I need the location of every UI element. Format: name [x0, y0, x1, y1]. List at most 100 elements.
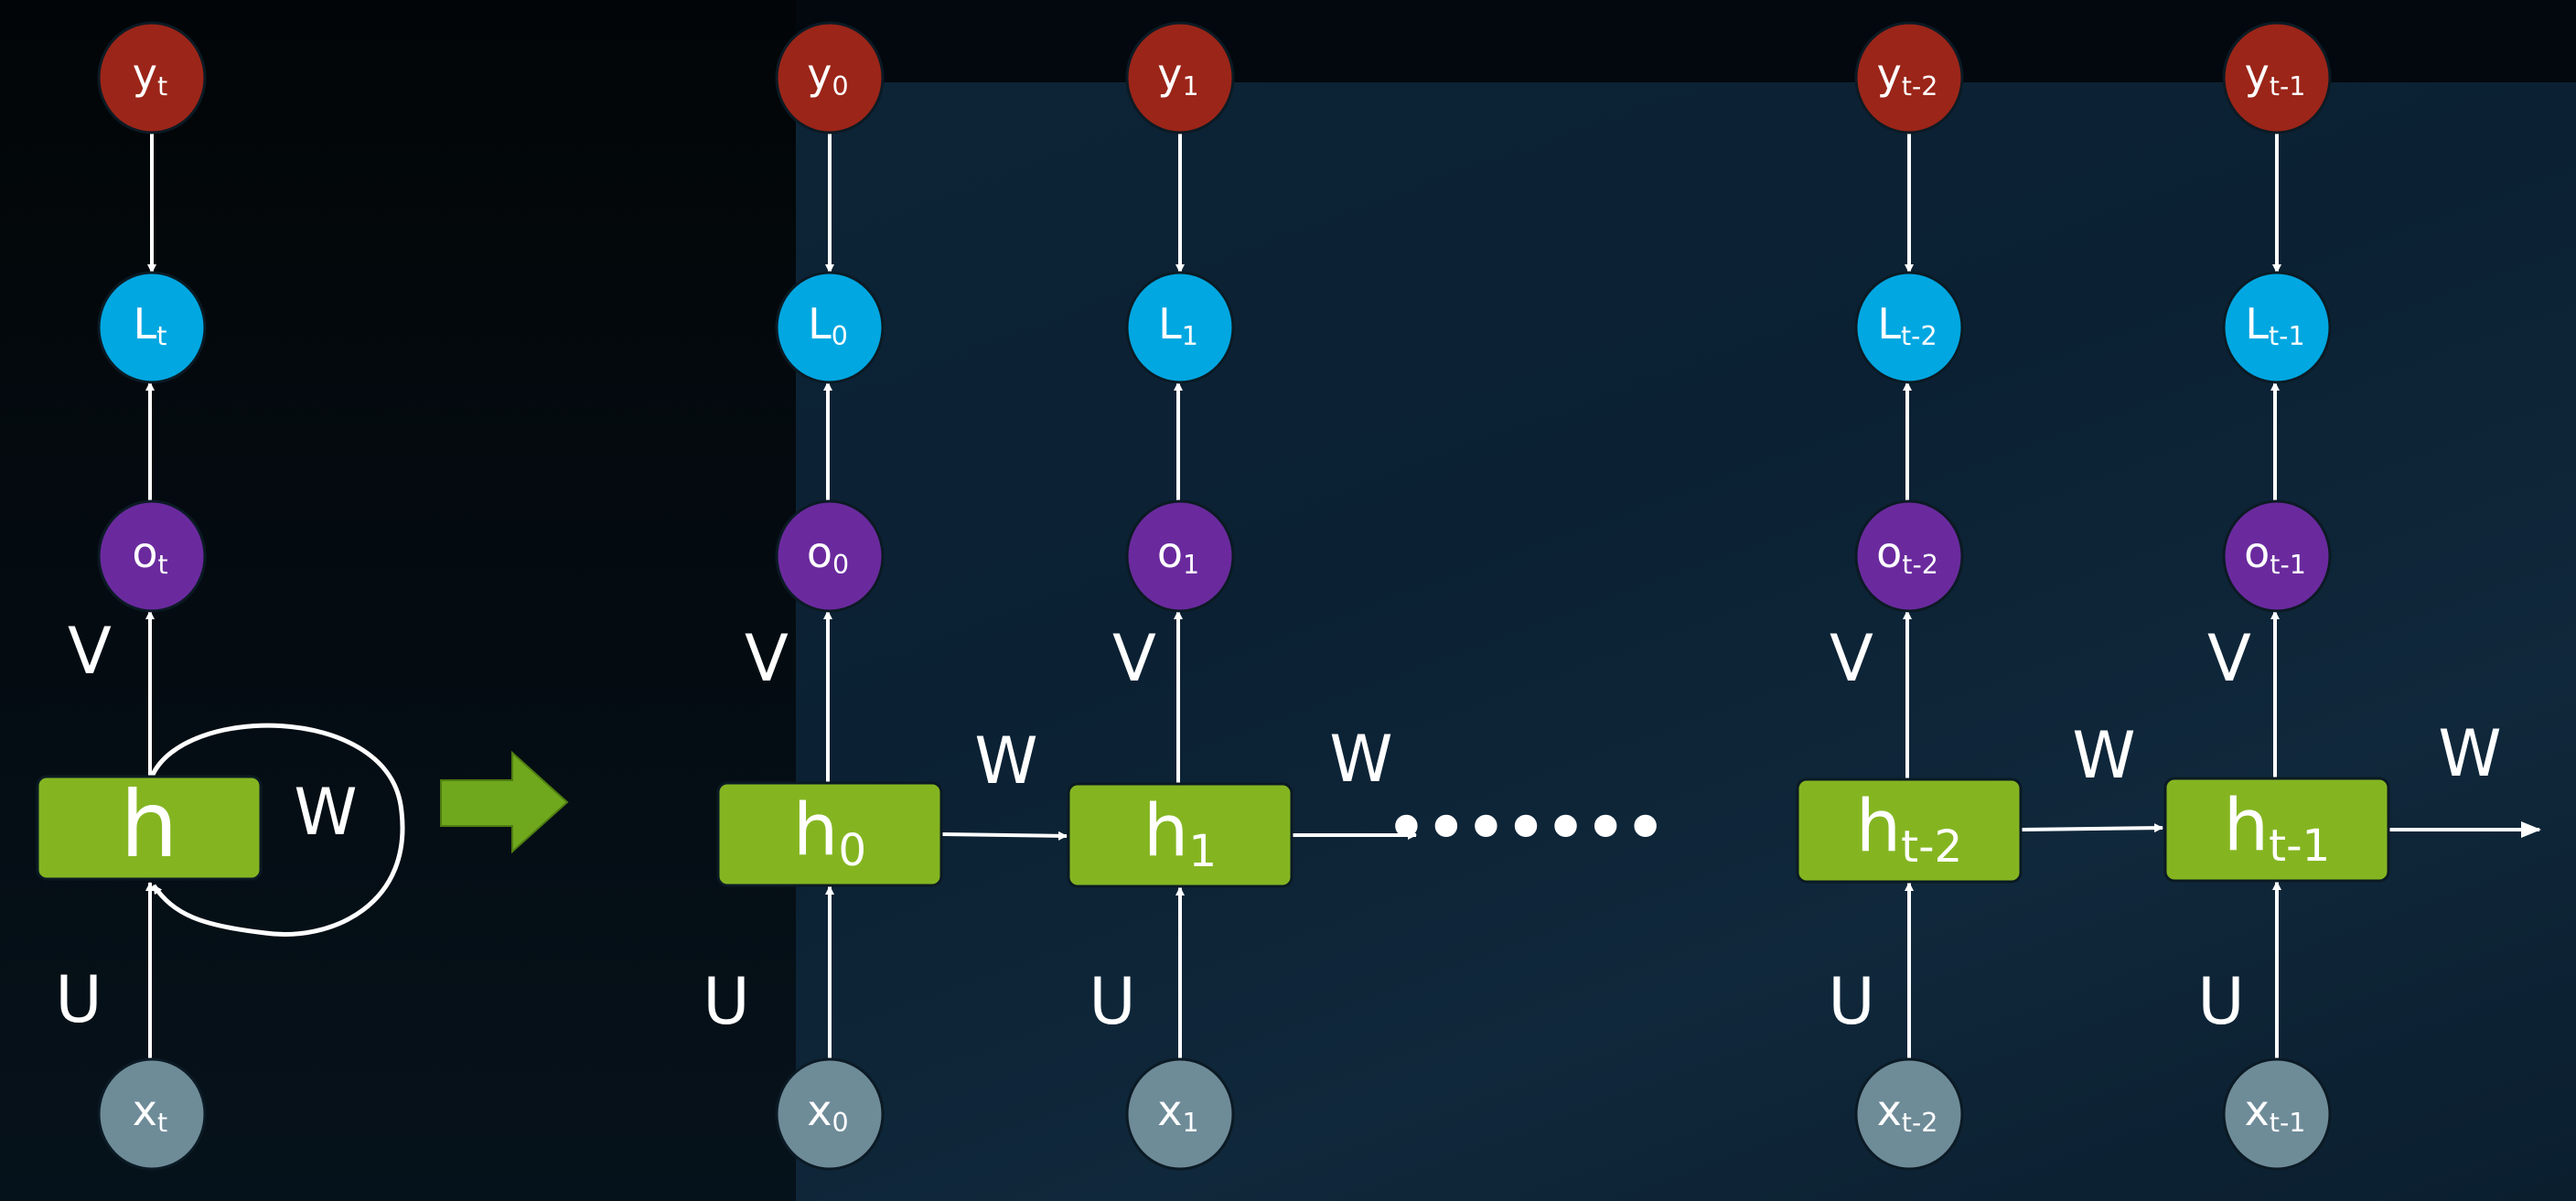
step-3-o-node-label: ot-1 [2244, 528, 2306, 579]
arrow-h0-to-h1 [941, 831, 1068, 841]
step-1-y-node-label-base: y [1157, 49, 1182, 99]
step-0-h-node [716, 781, 943, 887]
step-0-x-node-label-base: x [807, 1086, 832, 1135]
step-1-y-node-label: y1 [1157, 49, 1198, 101]
folded-y-node-label-base: y [133, 49, 157, 99]
unfold-arrow-icon [440, 750, 569, 854]
step-2-L-node-label-base: L [1877, 299, 1901, 349]
step-0-x-node-label: x0 [807, 1086, 848, 1137]
folded-x-node-label: xt [133, 1086, 167, 1137]
folded-o-node-label: ot [132, 528, 167, 579]
step-0-o-node-label-base: o [807, 528, 832, 577]
step-3-y-node-label-subscript: t-1 [2270, 70, 2306, 101]
step-2-y-node [1854, 21, 1964, 134]
W-label-h0-h1: W [974, 724, 1037, 799]
step-1-h-node [1067, 782, 1293, 888]
step-2-U-label: U [1828, 964, 1874, 1039]
step-0-y-node-label: y0 [807, 49, 848, 101]
step-2-o-node-label: ot-2 [1876, 528, 1938, 579]
W-label-ht2-ht1: W [2072, 718, 2135, 793]
ellipsis-dots: ••••••• [1384, 783, 1663, 873]
step-0-x-node [775, 1057, 885, 1171]
step-2-y-node-label-base: y [1877, 49, 1902, 99]
step-2-h-node-label-subscript: t-2 [1901, 821, 1962, 873]
step-3-x-node [2222, 1057, 2332, 1171]
step-1-U-label: U [1089, 964, 1135, 1039]
step-2-y-node-label: yt-2 [1877, 49, 1938, 101]
step-0-L-node-label-base: L [808, 299, 832, 349]
step-1-x-node-label-subscript: 1 [1183, 1107, 1199, 1137]
step-3-x-node-label: xt-1 [2245, 1086, 2306, 1137]
step-0-L-node-label-subscript: 0 [832, 320, 848, 350]
step-2-x-node [1854, 1057, 1964, 1171]
folded-y-node-label-subscript: t [157, 70, 167, 101]
step-1-o-node-label: o1 [1157, 528, 1199, 579]
step-0-y-node [775, 21, 885, 134]
step-0-o-node-label-subscript: 0 [832, 549, 849, 579]
step-1-L-node [1125, 271, 1235, 384]
W-label-h1-next: W [1329, 722, 1392, 797]
folded-h-node-label-base: h [120, 771, 177, 878]
step-3-h-node [2163, 777, 2390, 883]
step-1-y-node-label-subscript: 1 [1183, 70, 1199, 101]
folded-h-node [36, 775, 263, 881]
step-2-V-label: V [1830, 621, 1873, 696]
step-3-y-node-label-base: y [2245, 49, 2270, 99]
step-3-o-node-label-base: o [2244, 528, 2270, 577]
step-2-L-node [1854, 271, 1964, 384]
folded-x-node-label-base: x [133, 1086, 157, 1135]
step-1-x-node [1125, 1057, 1235, 1171]
step-3-V-label: V [2207, 621, 2251, 696]
step-2-x-node-label-base: x [1877, 1086, 1902, 1135]
folded-V-label: V [68, 614, 112, 689]
step-0-x-node-label-subscript: 0 [832, 1107, 849, 1137]
nodes-layer: ytLtothxty0L0o0h0x0y1L1o1h1x1yt-2Lt-2ot-… [36, 21, 2390, 1171]
step-2-x-node-label: xt-2 [1877, 1086, 1938, 1137]
step-0-L-node-label: L0 [808, 299, 848, 350]
folded-h-node-label: h [120, 771, 177, 878]
step-1-L-node-label-subscript: 1 [1182, 320, 1198, 350]
step-2-h-node-label: ht-2 [1856, 786, 1963, 873]
step-2-L-node-label: Lt-2 [1877, 299, 1937, 350]
folded-W-label: W [294, 775, 357, 850]
step-0-U-label: U [703, 964, 749, 1039]
folded-recurrent-loop-arrow [149, 723, 405, 937]
step-0-h-node-label: h0 [793, 789, 866, 876]
arrow-ht2-to-ht1 [2021, 823, 2163, 833]
step-0-h-node-label-subscript: 0 [838, 825, 866, 876]
step-2-y-node-label-subscript: t-2 [1902, 70, 1938, 101]
step-0-L-node [775, 271, 885, 384]
step-2-h-node-label-base: h [1856, 786, 1901, 868]
step-0-o-node-label: o0 [807, 528, 849, 579]
folded-x-node [97, 1057, 207, 1171]
step-3-y-node-label: yt-1 [2245, 49, 2306, 101]
step-0-V-label: V [745, 621, 789, 696]
step-1-L-node-label: L1 [1158, 299, 1198, 350]
step-3-L-node-label: Lt-1 [2245, 299, 2304, 350]
step-1-o-node [1125, 499, 1235, 613]
step-2-h-node [1796, 777, 2023, 884]
step-2-x-node-label-subscript: t-2 [1902, 1107, 1938, 1137]
step-1-h-node-label-subscript: 1 [1188, 826, 1217, 877]
arrows-layer [145, 133, 2541, 1059]
step-2-o-node-label-base: o [1876, 528, 1902, 577]
folded-U-label: U [55, 962, 102, 1037]
step-3-L-node-label-base: L [2245, 299, 2269, 349]
folded-y-node-label: yt [133, 49, 167, 101]
step-0-y-node-label-subscript: 0 [832, 70, 849, 101]
step-1-x-node-label-base: x [1157, 1086, 1182, 1135]
step-2-o-node-label-subscript: t-2 [1902, 549, 1938, 579]
step-3-L-node-label-subscript: t-1 [2269, 320, 2305, 350]
step-2-o-node [1854, 499, 1964, 613]
step-0-y-node-label-base: y [807, 49, 832, 99]
step-0-h-node-label-base: h [793, 789, 838, 872]
step-3-U-label: U [2197, 964, 2244, 1039]
step-3-h-node-label: ht-1 [2224, 785, 2331, 872]
step-3-h-node-label-base: h [2224, 785, 2269, 867]
folded-L-node [97, 271, 207, 384]
step-1-o-node-label-subscript: 1 [1183, 549, 1199, 579]
step-3-o-node [2222, 499, 2332, 613]
step-1-h-node-label-base: h [1143, 790, 1188, 873]
step-3-x-node-label-base: x [2245, 1086, 2270, 1135]
